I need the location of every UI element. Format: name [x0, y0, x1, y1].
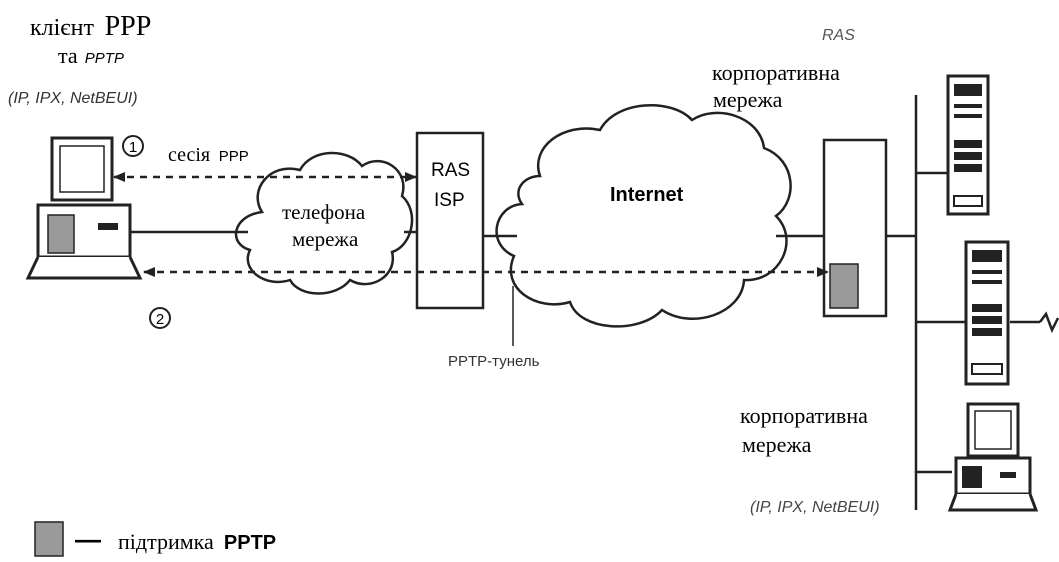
legend-label: підтримка PPTP [118, 529, 276, 554]
legend-dash: — [75, 524, 101, 554]
client-pptp-support-box [47, 214, 75, 254]
client-title: клієнт PPP [30, 11, 151, 42]
corporate-network-bottom-label-2: мережа [742, 432, 812, 457]
phone-network-label-1: телефона [282, 200, 366, 224]
svg-text:2: 2 [156, 311, 164, 328]
legend-swatch [34, 521, 64, 557]
ras-isp-label-2: ISP [434, 190, 465, 211]
network-links [130, 95, 1059, 510]
corporate-protocols: (IP, IPX, NetBEUI) [750, 499, 880, 516]
ppp-session-label: сесія PPP [168, 144, 249, 166]
internet-cloud [495, 104, 792, 328]
ras-isp-label-1: RAS [431, 160, 470, 181]
corporate-computer [947, 402, 1039, 512]
step-marker-2: 2 [149, 307, 171, 329]
corporate-network-bottom-label-1: корпоративна [740, 403, 868, 428]
corporate-network-top-label-1: корпоративна [712, 60, 840, 85]
ras-isp-box [415, 131, 485, 310]
pptp-tunnel-label: PPTP-тунель [448, 353, 540, 370]
server-tower-middle [964, 240, 1010, 386]
server-tower-top [946, 74, 990, 216]
svg-text:1: 1 [129, 139, 137, 156]
step-marker-1: 1 [122, 135, 144, 157]
client-computer [25, 136, 143, 280]
internet-label: Internet [610, 184, 684, 206]
client-protocols: (IP, IPX, NetBEUI) [8, 90, 138, 107]
corporate-ras-label: RAS [822, 27, 855, 44]
corporate-network-top-label-2: мережа [713, 87, 783, 112]
corporate-pptp-support-box [829, 263, 859, 309]
phone-network-label-2: мережа [292, 227, 359, 251]
phone-network-cloud [234, 151, 414, 295]
client-subtitle: та PPTP [58, 43, 124, 68]
